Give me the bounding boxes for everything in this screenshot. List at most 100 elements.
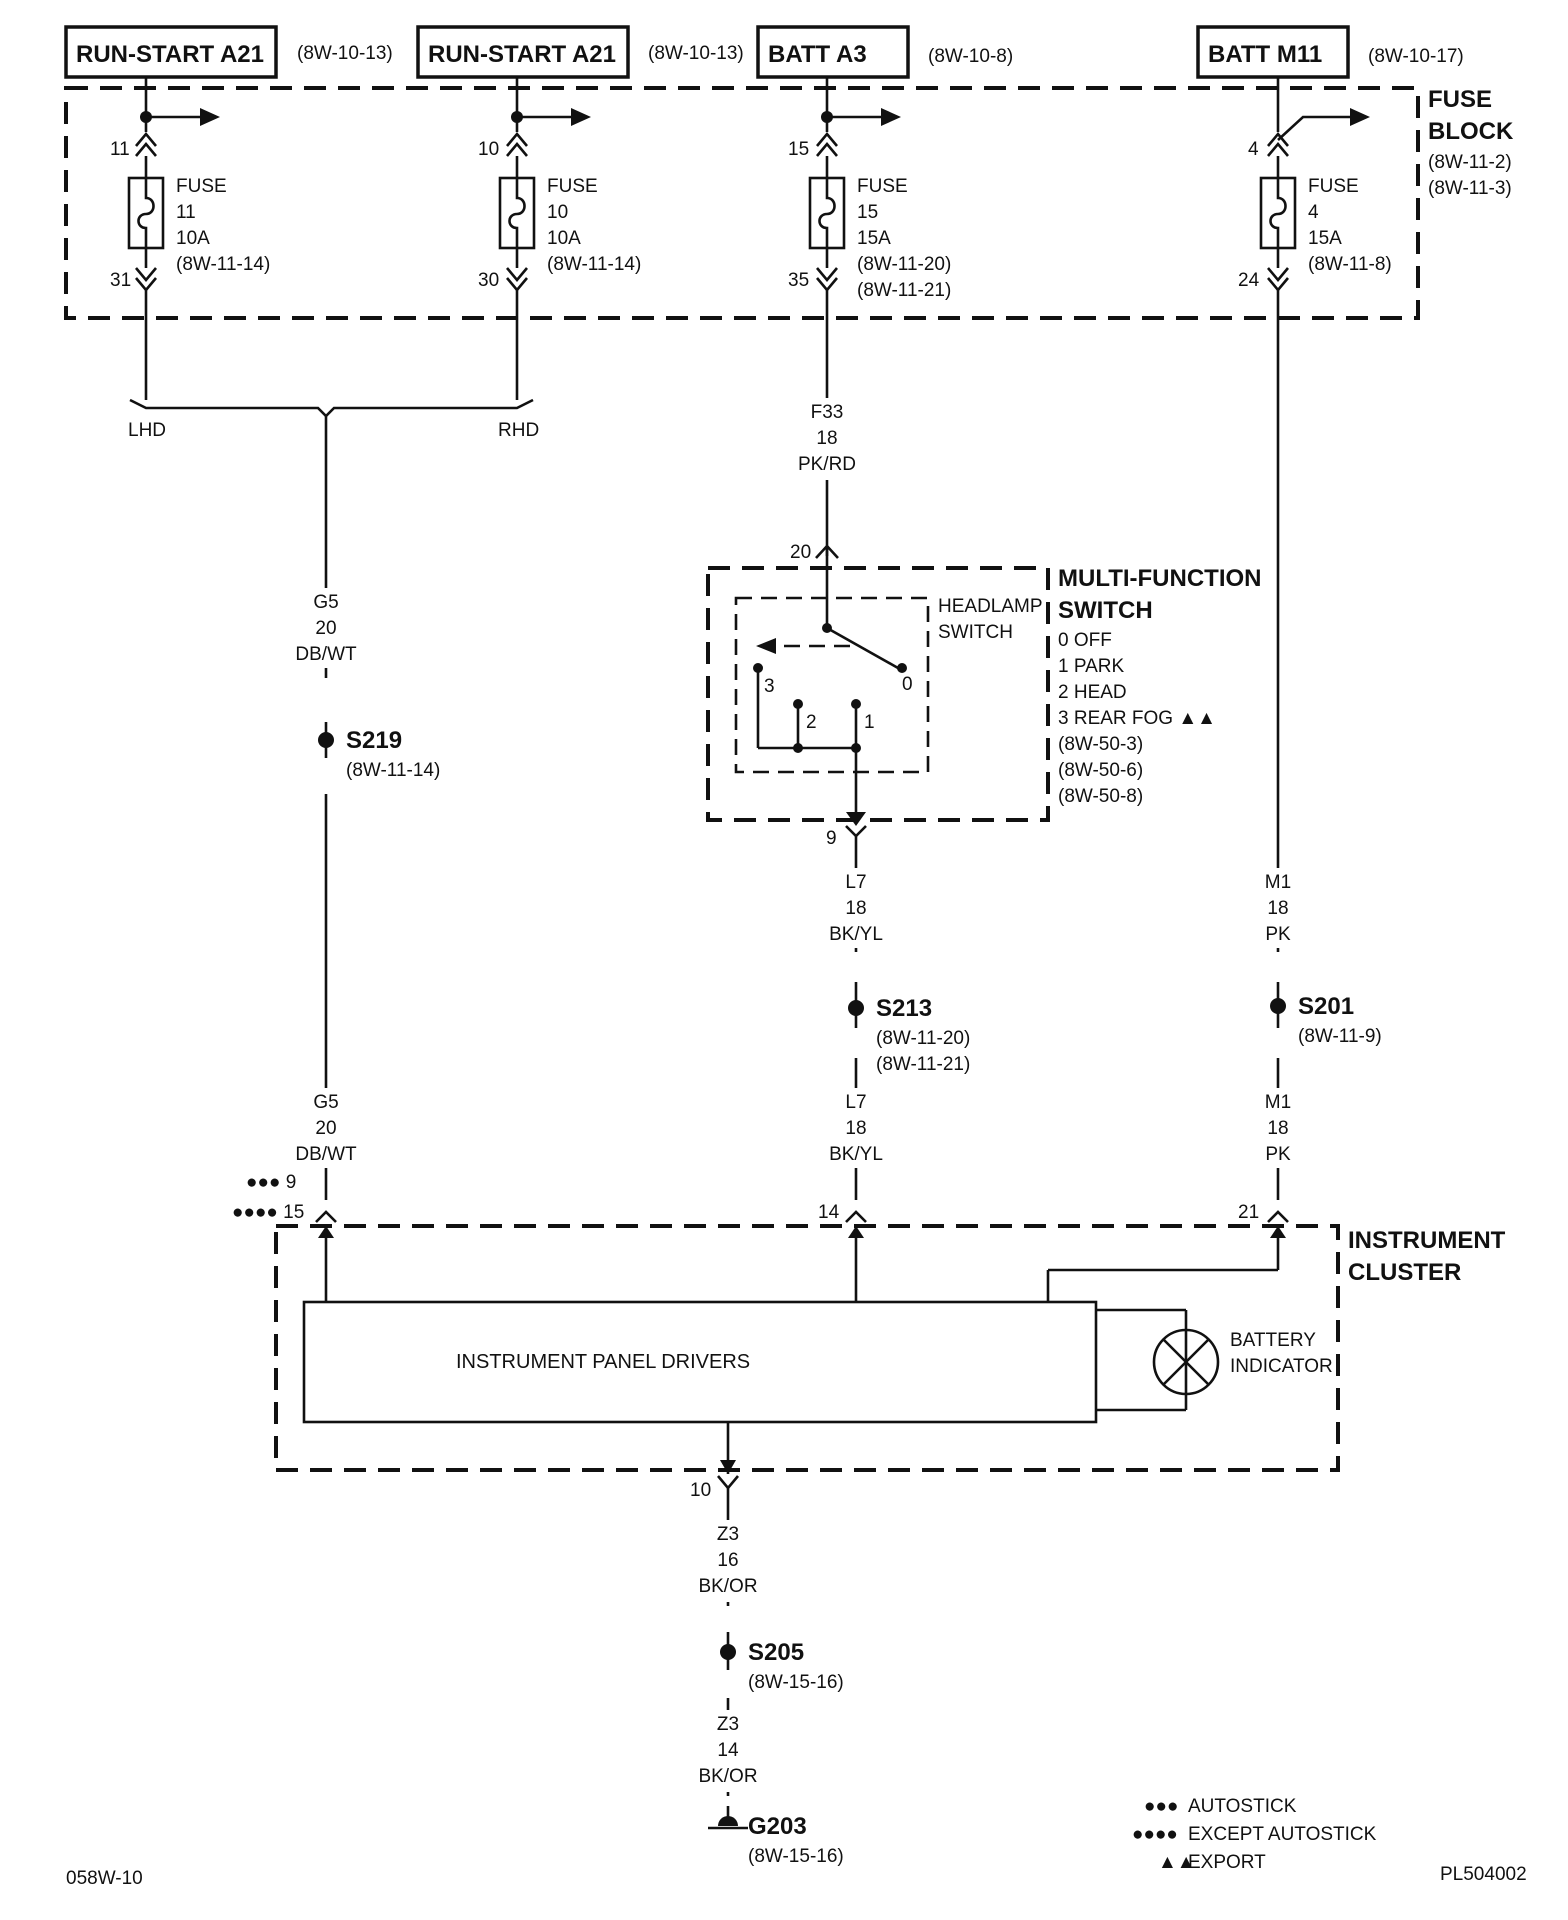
svg-text:10A: 10A <box>547 228 581 249</box>
source-run-start-a21-2: RUN-START A21 (8W-10-13) <box>416 25 744 79</box>
footer-right: PL504002 <box>1440 1864 1527 1885</box>
svg-text:BK/YL: BK/YL <box>829 1144 883 1165</box>
svg-text:11: 11 <box>176 202 196 223</box>
svg-text:BATT M11: BATT M11 <box>1208 41 1322 68</box>
svg-text:16: 16 <box>717 1550 738 1571</box>
svg-text:(8W-11-8): (8W-11-8) <box>1308 254 1392 275</box>
svg-text:DB/WT: DB/WT <box>295 1144 357 1165</box>
svg-text:RHD: RHD <box>498 420 539 441</box>
svg-text:4: 4 <box>1248 139 1259 160</box>
wire-l7-bottom-label: L7 18 BK/YL <box>820 1088 892 1168</box>
svg-text:24: 24 <box>1238 270 1260 291</box>
svg-text:(8W-15-16): (8W-15-16) <box>748 1672 844 1693</box>
svg-text:14: 14 <box>818 1202 840 1223</box>
svg-text:9: 9 <box>826 828 837 849</box>
svg-text:L7: L7 <box>845 1092 866 1113</box>
fuse-15: 15 35 FUSE 15 15A (8W-11-20) (8W-11-21) <box>788 77 951 405</box>
svg-text:15A: 15A <box>1308 228 1342 249</box>
svg-text:FUSE: FUSE <box>1308 176 1359 197</box>
svg-text:(8W-50-3): (8W-50-3) <box>1058 734 1143 755</box>
svg-text:BLOCK: BLOCK <box>1428 118 1514 145</box>
fuse-block: FUSE BLOCK (8W-11-2) (8W-11-3) <box>64 86 1514 320</box>
svg-text:(8W-10-13): (8W-10-13) <box>297 43 393 64</box>
svg-text:●●●●: ●●●● <box>1132 1824 1178 1845</box>
svg-text:(8W-10-17): (8W-10-17) <box>1368 46 1464 67</box>
svg-text:10A: 10A <box>176 228 210 249</box>
svg-text:●●●: ●●● <box>1144 1796 1178 1817</box>
svg-text:PK/RD: PK/RD <box>798 454 856 475</box>
svg-text:(8W-10-13): (8W-10-13) <box>648 43 744 64</box>
source-batt-m11: BATT M11 (8W-10-17) <box>1196 25 1464 79</box>
wire-z3-bottom-label: Z3 14 BK/OR <box>690 1710 766 1792</box>
wire-f33-label: F33 18 PK/RD 20 <box>790 398 864 563</box>
source-batt-a3: BATT A3 (8W-10-8) <box>756 25 1013 79</box>
svg-text:G5: G5 <box>313 1092 338 1113</box>
svg-text:(8W-50-8): (8W-50-8) <box>1058 786 1143 807</box>
svg-text:1: 1 <box>864 712 875 733</box>
svg-text:18: 18 <box>845 1118 866 1139</box>
svg-text:BATTERY: BATTERY <box>1230 1330 1316 1351</box>
splice-s219: S219 (8W-11-14) <box>318 678 440 794</box>
svg-text:L7: L7 <box>845 872 866 893</box>
svg-text:11: 11 <box>110 139 130 160</box>
svg-text:18: 18 <box>816 428 837 449</box>
splice-s213: S213 (8W-11-20) (8W-11-21) <box>848 952 970 1075</box>
svg-text:HEADLAMP: HEADLAMP <box>938 596 1043 617</box>
svg-text:●●●● 15: ●●●● 15 <box>232 1202 304 1223</box>
svg-text:3: 3 <box>764 676 775 697</box>
svg-text:Z3: Z3 <box>717 1714 739 1735</box>
splice-s205: S205 (8W-15-16) <box>720 1606 844 1698</box>
wire-m1-top-label: M1 18 PK <box>1244 868 1312 948</box>
svg-text:EXCEPT AUTOSTICK: EXCEPT AUTOSTICK <box>1188 1824 1377 1845</box>
svg-text:S219: S219 <box>346 727 402 754</box>
svg-text:35: 35 <box>788 270 809 291</box>
svg-text:CLUSTER: CLUSTER <box>1348 1259 1461 1286</box>
svg-text:FUSE: FUSE <box>547 176 598 197</box>
svg-text:S213: S213 <box>876 995 932 1022</box>
svg-text:2 HEAD: 2 HEAD <box>1058 682 1127 703</box>
svg-text:(8W-11-2): (8W-11-2) <box>1428 152 1512 173</box>
svg-text:4: 4 <box>1308 202 1319 223</box>
svg-text:G203: G203 <box>748 1813 807 1840</box>
svg-text:(8W-11-20): (8W-11-20) <box>857 254 951 275</box>
svg-text:LHD: LHD <box>128 420 166 441</box>
svg-text:FUSE: FUSE <box>1428 86 1492 113</box>
svg-text:INSTRUMENT: INSTRUMENT <box>1348 1227 1506 1254</box>
fuse-11: 11 31 FUSE 11 10A (8W-11-14) <box>110 77 270 400</box>
svg-text:(8W-11-14): (8W-11-14) <box>346 760 440 781</box>
legend: ●●● AUTOSTICK ●●●● EXCEPT AUTOSTICK ▲▲ E… <box>1132 1796 1377 1873</box>
svg-text:10: 10 <box>690 1480 711 1501</box>
svg-text:30: 30 <box>478 270 499 291</box>
svg-text:15: 15 <box>788 139 809 160</box>
svg-text:3 REAR FOG ▲▲: 3 REAR FOG ▲▲ <box>1058 708 1216 729</box>
svg-text:INDICATOR: INDICATOR <box>1230 1356 1333 1377</box>
svg-text:0: 0 <box>902 674 913 695</box>
svg-text:(8W-11-9): (8W-11-9) <box>1298 1026 1382 1047</box>
svg-text:RUN-START A21: RUN-START A21 <box>428 41 616 68</box>
svg-text:10: 10 <box>478 139 499 160</box>
svg-text:15A: 15A <box>857 228 891 249</box>
svg-text:20: 20 <box>315 1118 336 1139</box>
svg-text:RUN-START A21: RUN-START A21 <box>76 41 264 68</box>
svg-text:15: 15 <box>857 202 878 223</box>
svg-text:SWITCH: SWITCH <box>1058 597 1153 624</box>
svg-text:(8W-10-8): (8W-10-8) <box>928 46 1013 67</box>
splice-s201: S201 (8W-11-9) <box>1270 952 1382 1058</box>
svg-text:S201: S201 <box>1298 993 1354 1020</box>
svg-text:(8W-11-20): (8W-11-20) <box>876 1028 970 1049</box>
svg-text:Z3: Z3 <box>717 1524 739 1545</box>
svg-text:PK: PK <box>1265 924 1291 945</box>
svg-text:(8W-11-21): (8W-11-21) <box>857 280 951 301</box>
svg-text:●●● 9: ●●● 9 <box>246 1172 296 1193</box>
svg-text:FUSE: FUSE <box>857 176 908 197</box>
svg-text:EXPORT: EXPORT <box>1188 1852 1266 1873</box>
lhd-rhd-selector: LHD RHD <box>128 398 539 1200</box>
svg-text:MULTI-FUNCTION: MULTI-FUNCTION <box>1058 565 1262 592</box>
svg-text:AUTOSTICK: AUTOSTICK <box>1188 1796 1297 1817</box>
svg-text:18: 18 <box>845 898 866 919</box>
svg-text:SWITCH: SWITCH <box>938 622 1013 643</box>
svg-text:(8W-11-21): (8W-11-21) <box>876 1054 970 1075</box>
svg-text:0 OFF: 0 OFF <box>1058 630 1112 651</box>
svg-text:14: 14 <box>717 1740 739 1761</box>
